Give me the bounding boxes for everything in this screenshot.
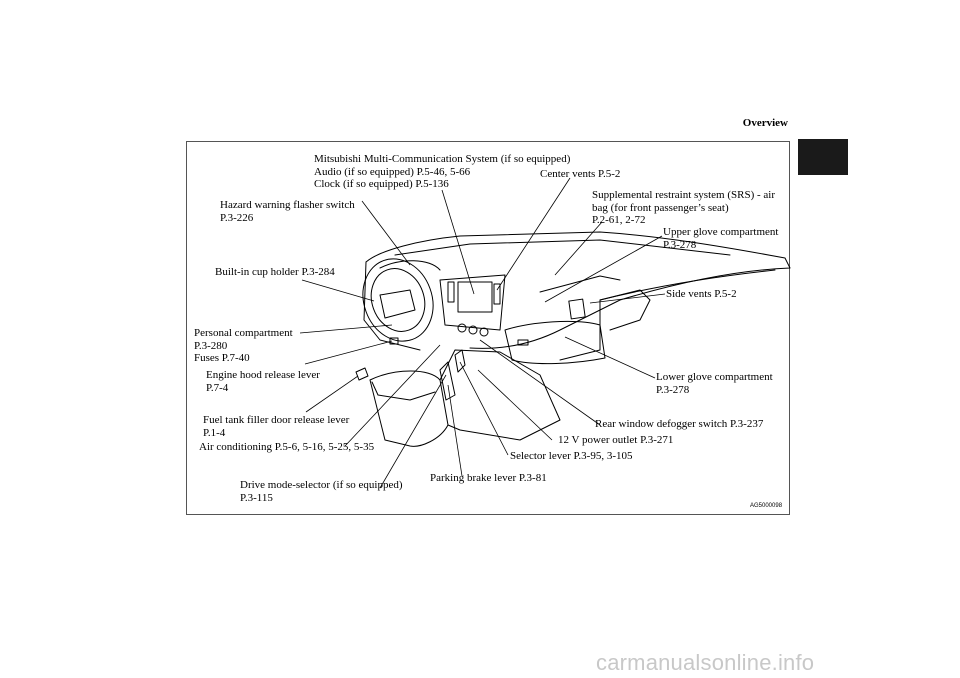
label-side-vents: Side vents P.5-2 — [666, 288, 737, 300]
side-vent-shape — [568, 298, 586, 320]
label-srs-airbag: Supplemental restraint system (SRS) - ai… — [592, 189, 775, 226]
left-dash-edge — [363, 261, 421, 351]
hood-release-shape — [355, 367, 369, 381]
label-drive-mode-selector: Drive mode-selector (if so equipped) P.3… — [240, 479, 403, 504]
label-power-outlet: 12 V power outlet P.3-271 — [558, 434, 674, 446]
center-console — [369, 370, 449, 447]
steering-wheel — [362, 258, 434, 342]
diagram-code: AG5000098 — [750, 503, 783, 509]
upper-glove-shape — [539, 275, 621, 293]
label-hood-release: Engine hood release lever P.7-4 — [206, 369, 320, 394]
label-hazard-switch: Hazard warning flasher switch P.3-226 — [220, 199, 355, 224]
glove-box-handle — [517, 339, 529, 346]
selector-lever-shape — [454, 349, 466, 373]
center-vent-left — [447, 281, 455, 303]
label-parking-brake: Parking brake lever P.3-81 — [430, 472, 547, 484]
dashboard-top-outline — [365, 231, 791, 349]
label-rear-defogger: Rear window defogger switch P.3-237 — [595, 418, 764, 430]
personal-compartment-shape — [389, 337, 399, 345]
label-air-conditioning: Air conditioning P.5-6, 5-16, 5-25, 5-35 — [199, 441, 375, 453]
dashboard-inner-line — [394, 239, 731, 256]
console-armrest — [371, 381, 436, 401]
ac-knob-middle — [468, 325, 478, 335]
label-personal-compartment: Personal compartment P.3-280 Fuses P.7-4… — [194, 327, 293, 364]
label-lower-glove-compartment: Lower glove compartment P.3-278 — [656, 371, 773, 396]
label-mmcs: Mitsubishi Multi-Communication System (i… — [314, 153, 571, 190]
right-side-panel — [559, 289, 651, 361]
label-upper-glove-compartment: Upper glove compartment P.3-278 — [663, 226, 779, 251]
label-fuel-filler: Fuel tank filler door release lever P.1-… — [203, 414, 350, 439]
steering-wheel-inner — [370, 268, 426, 332]
steering-hub — [379, 289, 416, 319]
label-center-vents: Center vents P.5-2 — [540, 168, 621, 180]
ac-knob-right — [479, 327, 489, 337]
page-header-title: Overview — [742, 117, 788, 129]
label-cup-holder: Built-in cup holder P.3-284 — [215, 266, 335, 278]
parking-brake-shape — [439, 361, 456, 401]
lower-glove-box-shape — [504, 320, 606, 365]
center-stack-outline — [439, 274, 506, 331]
section-tab — [798, 139, 848, 175]
ac-knob-left — [457, 323, 467, 333]
center-display — [457, 281, 493, 313]
watermark-text[interactable]: carmanualsonline.info — [596, 650, 815, 675]
diagram-frame — [186, 141, 790, 515]
label-selector-lever: Selector lever P.3-95, 3-105 — [510, 450, 633, 462]
instrument-cluster — [379, 260, 441, 271]
center-vent-right — [493, 283, 501, 305]
